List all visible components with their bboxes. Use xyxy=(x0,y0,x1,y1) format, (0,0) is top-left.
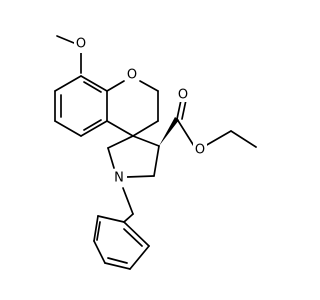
pyran-ring xyxy=(106,80,159,137)
benzyl-aryl-bond xyxy=(123,213,134,223)
chroman-benzene-ring xyxy=(54,75,108,137)
methoxy-methyl-bond xyxy=(56,35,75,44)
carbonyl-oxygen-label: O xyxy=(178,88,188,103)
atom-methoxy-oxygen: O xyxy=(74,37,88,53)
benzyl-phenyl-ring xyxy=(93,215,150,270)
pyrrolidine-ring xyxy=(107,135,160,178)
methoxy-oxygen-label: O xyxy=(76,37,86,52)
stereo-wedge-bond xyxy=(159,117,179,146)
ethyl-ester-group xyxy=(159,99,257,148)
ester-oxygen-label: O xyxy=(195,143,205,158)
atom-carbonyl-oxygen: O xyxy=(176,86,190,103)
amine-nitrogen-label: N xyxy=(114,171,124,186)
ring-oxygen-label: O xyxy=(127,68,137,83)
atom-amine-nitrogen: N xyxy=(111,169,127,186)
structure-drawing: O O O O N xyxy=(54,35,257,270)
n-benzyl-ch2-bond xyxy=(122,187,134,215)
atom-ring-oxygen: O xyxy=(125,68,139,89)
atom-ester-oxygen: O xyxy=(193,142,207,158)
